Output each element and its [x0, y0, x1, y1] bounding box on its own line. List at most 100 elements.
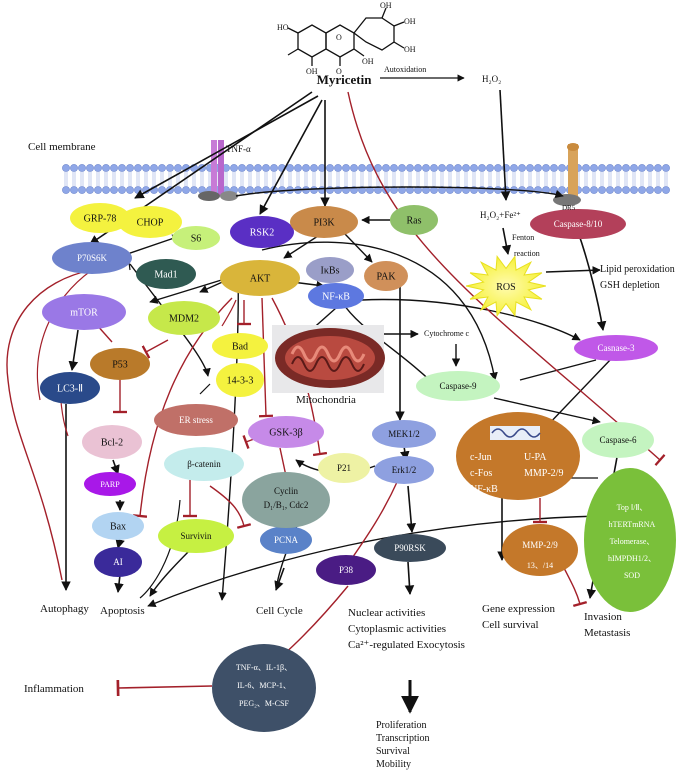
mek-node: MEK1/2	[372, 420, 436, 448]
tnf-receptor	[198, 140, 238, 201]
cytokine-label: IL-6、MCP-1、	[237, 681, 291, 690]
mtor-node-label: mTOR	[70, 308, 98, 319]
dna-icon	[491, 428, 541, 438]
ras-node-label: Ras	[407, 216, 422, 227]
parp-node: PARP	[84, 472, 136, 496]
ros-label: ROS	[496, 282, 515, 293]
p38-node-label: P38	[339, 565, 354, 575]
p90rsk-node-shape	[374, 534, 446, 562]
nuclear-activity-label: Cytoplasmic activities	[348, 623, 446, 635]
ai-node: AI	[94, 547, 142, 577]
beta-catenin-node: β-catenin	[164, 447, 244, 481]
complex-label: NF-κB	[470, 484, 498, 495]
molecule-atom-labels: HO OH O OH OH OH OH O	[277, 1, 416, 76]
title-myricetin: Myricetin	[317, 72, 373, 87]
akt-node-label: AKT	[250, 274, 271, 285]
survivin-node: Survivin	[158, 519, 234, 553]
14-3-3-node-shape	[216, 363, 264, 397]
mitochondria-label: Mitochondria	[296, 394, 356, 406]
14-3-3-node: 14-3-3	[216, 363, 264, 397]
mdm2-node: MDM2	[148, 301, 220, 335]
pcna-node: PCNA	[260, 526, 312, 554]
telomerase-complex-node: Top Ⅰ/Ⅱ、hTERTmRNATelomerase、hIMPDH1/2、SO…	[584, 468, 676, 612]
myricetin-structure	[287, 7, 405, 66]
gene-expression-label: Gene expression	[482, 603, 556, 615]
caspase-3-node: Casnase-3	[574, 335, 658, 361]
lc3-node: LC3-Ⅱ	[40, 372, 100, 404]
nfkb-node-label: NF-κB	[322, 292, 350, 303]
rsk2-node-shape	[230, 216, 294, 248]
bad-node-label: Bad	[232, 342, 248, 353]
cell-membrane	[62, 164, 670, 194]
pi3k-node-shape	[290, 206, 358, 238]
autophagy-label: Autophagy	[40, 603, 89, 615]
p21-node-shape	[318, 453, 370, 483]
p70s6k-node: P70S6K	[52, 242, 132, 274]
green-complex-label: Top Ⅰ/Ⅱ、	[617, 503, 648, 512]
survivin-node-label: Survivin	[180, 531, 212, 541]
pak-node-shape	[364, 261, 408, 291]
bad-node: Bad	[212, 333, 268, 359]
grp-78-node-shape	[70, 203, 130, 233]
caspase-8-10-node-label: Caspase-8/10	[554, 219, 603, 229]
caspase-3-node-shape	[574, 335, 658, 361]
green-complex-label: hIMPDH1/2、	[608, 554, 656, 563]
cell-membrane-label: Cell membrane	[28, 141, 96, 153]
mek-node-label: MEK1/2	[388, 429, 420, 439]
bax-node: Bax	[92, 512, 144, 540]
p53-node-label: P53	[112, 360, 128, 371]
apoptosis-label: Apoptosis	[100, 605, 145, 617]
dr5-label: DR5	[562, 204, 576, 212]
ras-node-shape	[390, 205, 438, 235]
atom-label-oh: OH	[362, 57, 374, 66]
cytochrome-c-label: Cytochrome c	[424, 329, 470, 338]
pi3k-node: PI3K	[290, 206, 358, 238]
nfkb-node: NF-κB	[308, 283, 364, 309]
grp-78-node-label: GRP-78	[84, 214, 117, 225]
cyclin-label: D₁/B₁, Cdc2	[264, 500, 309, 510]
er-stress-node-shape	[154, 404, 238, 436]
mdm2-node-shape	[148, 301, 220, 335]
inflammation-label: Inflammation	[24, 683, 84, 695]
mmp-label-2: 13、/14	[527, 561, 553, 570]
s6-node-label: S6	[191, 234, 202, 245]
cytokine-label: PEG₂、M-CSF	[239, 699, 289, 708]
mmp-label: MMP-2/9	[522, 540, 558, 550]
caspase-8-10-node: Caspase-8/10	[530, 209, 626, 239]
atom-label-oh: OH	[306, 67, 318, 76]
bad-node-shape	[212, 333, 268, 359]
pcna-node-shape	[260, 526, 312, 554]
grp-78-node: GRP-78	[70, 203, 130, 233]
lc3-node-shape	[40, 372, 100, 404]
rsk2-node: RSK2	[230, 216, 294, 248]
bcl-2-node-shape	[82, 425, 142, 459]
ros-node: ROS	[465, 255, 547, 317]
cytokine-label: TNF-α、IL-1β、	[236, 663, 292, 672]
tnf-alpha-label: TNF-α	[226, 144, 251, 154]
green-complex-label: SOD	[624, 571, 640, 580]
h2o2-fe-label: H₂O₂+Fe²⁺	[480, 210, 521, 220]
chop-node: CHOP	[118, 206, 182, 238]
bax-node-shape	[92, 512, 144, 540]
er-stress-node: ER stress	[154, 404, 238, 436]
h2o2-label: H₂O₂	[482, 74, 501, 84]
s6-node-shape	[172, 226, 220, 250]
ikbs-node-label: IκBs	[321, 266, 340, 277]
mad1-node-shape	[136, 259, 196, 289]
caspase-6-node-label: Caspase-6	[600, 435, 637, 445]
pi3k-node-label: PI3K	[313, 218, 335, 229]
complex-label: MMP-2/9	[524, 468, 563, 479]
dr5-receptor	[553, 143, 581, 206]
caspase-6-node: Caspase-6	[582, 422, 654, 458]
lipid-peroxidation-label: Lipid peroxidation	[600, 264, 675, 275]
text-labels: MyricetinAutoxidationH₂O₂H₂O₂+Fe²⁺Fenton…	[24, 65, 675, 770]
akt-node-shape	[220, 260, 300, 296]
chop-node-label: CHOP	[137, 218, 164, 229]
nuclear-activity-label: Ca²⁺-regulated Exocytosis	[348, 639, 465, 651]
p70s6k-node-shape	[52, 242, 132, 274]
ai-node-label: AI	[113, 557, 123, 567]
cyclin-label: Cyclin	[274, 486, 298, 496]
proliferation-label: Mobility	[376, 759, 411, 770]
bax-node-label: Bax	[110, 522, 126, 533]
